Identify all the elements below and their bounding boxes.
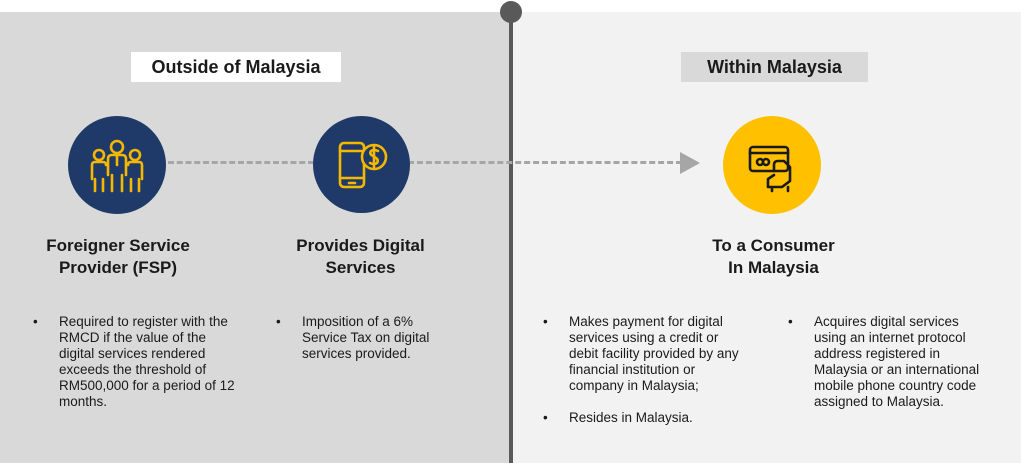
consumer-heading: To a Consumer In Malaysia	[671, 235, 876, 279]
dashed-connector-2	[408, 161, 682, 164]
fsp-circle	[68, 116, 166, 214]
consumer-circle	[723, 116, 821, 214]
bullet-dot: •	[543, 410, 548, 425]
list-item: • Imposition of a 6% Service Tax on digit…	[276, 314, 454, 362]
bullet-text: Acquires digital services using an inter…	[814, 314, 980, 409]
mobile-payment-icon	[338, 141, 387, 188]
consumer-heading-line1: To a Consumer	[712, 236, 835, 255]
outside-malaysia-panel	[0, 12, 509, 463]
bullet-text: Imposition of a 6% Service Tax on digita…	[302, 314, 430, 361]
list-item: • Required to register with the RMCD if t…	[33, 314, 243, 410]
bullet-dot: •	[543, 314, 548, 329]
arrowhead-icon	[680, 152, 700, 174]
section-title-outside: Outside of Malaysia	[131, 52, 341, 82]
bullet-text: Resides in Malaysia.	[569, 410, 693, 425]
bullet-dot: •	[788, 314, 793, 329]
people-group-icon	[90, 139, 144, 193]
digital-services-heading: Provides Digital Services	[268, 235, 453, 279]
digital-heading-line2: Services	[325, 258, 396, 277]
list-item: • Resides in Malaysia.	[543, 410, 748, 426]
fsp-heading: Foreigner Service Provider (FSP)	[18, 235, 218, 279]
list-item: • Makes payment for digital services usin…	[543, 314, 748, 394]
consumer-heading-line2: In Malaysia	[728, 258, 819, 277]
digital-bullet-list: • Imposition of a 6% Service Tax on digit…	[276, 314, 454, 378]
fsp-heading-line2: Provider (FSP)	[58, 258, 178, 277]
section-title-within: Within Malaysia	[681, 52, 868, 82]
panel-divider	[509, 10, 513, 463]
bullet-dot: •	[276, 314, 281, 329]
list-item: • Acquires digital services using an inte…	[788, 314, 993, 410]
digital-heading-line1: Provides Digital	[296, 236, 425, 255]
dashed-connector-1	[168, 161, 314, 164]
consumer-bullet-list-1: • Makes payment for digital services usin…	[543, 314, 748, 442]
fsp-bullet-list: • Required to register with the RMCD if t…	[33, 314, 243, 426]
bullet-text: Makes payment for digital services using…	[569, 314, 739, 393]
fsp-heading-line1: Foreigner Service	[46, 236, 190, 255]
bullet-text: Required to register with the RMCD if th…	[59, 314, 235, 409]
consumer-bullet-list-2: • Acquires digital services using an inte…	[788, 314, 993, 426]
within-malaysia-panel	[513, 12, 1021, 463]
hand-card-icon	[748, 145, 792, 193]
bullet-dot: •	[33, 314, 38, 329]
digital-services-circle	[313, 116, 410, 213]
divider-top-dot	[500, 1, 522, 23]
